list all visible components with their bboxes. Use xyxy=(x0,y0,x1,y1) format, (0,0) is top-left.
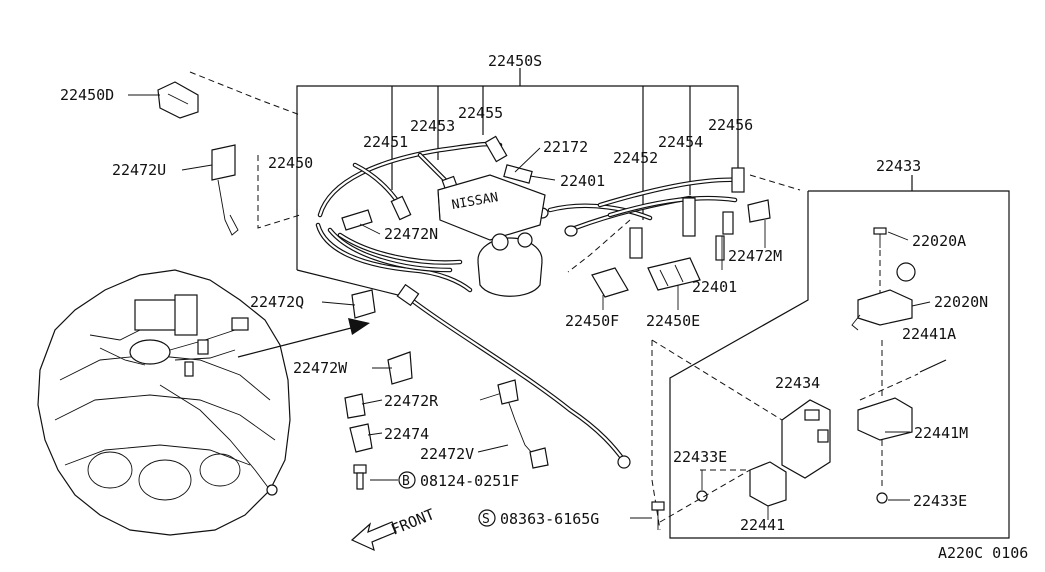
label-22472m: 22472M xyxy=(728,247,782,265)
high-tension-wire-set: NISSAN xyxy=(315,135,771,297)
symbol-s-letter: S xyxy=(482,512,490,527)
label-22455: 22455 xyxy=(458,104,503,122)
clip-22472r xyxy=(344,393,366,419)
label-22472q: 22472Q xyxy=(250,293,304,311)
label-22172: 22172 xyxy=(543,138,588,156)
ignition-coil-group xyxy=(651,227,947,531)
clamp-22472u xyxy=(211,144,239,236)
label-22020n: 22020N xyxy=(934,293,988,311)
label-22452: 22452 xyxy=(613,149,658,167)
label-08124-0251f: 08124-0251F xyxy=(420,472,519,490)
diagram-code: A220C 0106 xyxy=(938,544,1028,562)
label-22020a: 22020A xyxy=(912,232,966,250)
label-22472v: 22472V xyxy=(420,445,474,463)
label-22401-upper: 22401 xyxy=(560,172,605,190)
clip-22450d xyxy=(157,81,199,119)
label-22451: 22451 xyxy=(363,133,408,151)
label-22401-lower: 22401 xyxy=(692,278,737,296)
label-22472w: 22472W xyxy=(293,359,348,377)
group-box-22433 xyxy=(669,175,1010,539)
part-labels: 22450S 22450D 22455 22453 22451 22172 22… xyxy=(60,52,1028,562)
label-22441: 22441 xyxy=(740,516,785,534)
label-22472n: 22472N xyxy=(384,225,438,243)
label-22450: 22450 xyxy=(268,154,313,172)
bolt-symbol-b: B xyxy=(398,471,416,489)
pointer-arrow-to-engine xyxy=(237,318,370,358)
clip-22472q-and-cable xyxy=(351,283,631,469)
label-22433: 22433 xyxy=(876,157,921,175)
label-22456: 22456 xyxy=(708,116,753,134)
engine-block-illustration xyxy=(37,269,291,536)
bolt-08124 xyxy=(353,464,367,490)
clip-22450e xyxy=(647,257,701,291)
group-bracket-22450s xyxy=(296,68,739,299)
dashed-leaders-upper xyxy=(189,71,801,273)
label-22454: 22454 xyxy=(658,133,703,151)
screw-symbol-s: S xyxy=(478,509,496,527)
label-22441m: 22441M xyxy=(914,424,968,442)
label-22474: 22474 xyxy=(384,425,429,443)
clip-22474 xyxy=(349,423,373,453)
label-leader-lines xyxy=(128,94,931,520)
clip-22450f xyxy=(591,267,629,298)
label-22472r: 22472R xyxy=(384,392,439,410)
front-direction-arrow xyxy=(350,521,397,552)
label-22472u: 22472U xyxy=(112,161,166,179)
label-22450d: 22450D xyxy=(60,86,114,104)
label-22434: 22434 xyxy=(775,374,820,392)
label-22433e-right: 22433E xyxy=(913,492,967,510)
label-22453: 22453 xyxy=(410,117,455,135)
label-22450e: 22450E xyxy=(646,312,700,330)
label-front: FRONT xyxy=(388,505,437,539)
label-22441a: 22441A xyxy=(902,325,956,343)
symbol-b-letter: B xyxy=(402,474,410,489)
clip-22472w xyxy=(387,351,413,385)
label-22450f: 22450F xyxy=(565,312,619,330)
label-22433e-left: 22433E xyxy=(673,448,727,466)
clamp-22472v xyxy=(479,379,549,469)
label-08363-6165g: 08363-6165G xyxy=(500,510,599,528)
label-22450s: 22450S xyxy=(488,52,542,70)
